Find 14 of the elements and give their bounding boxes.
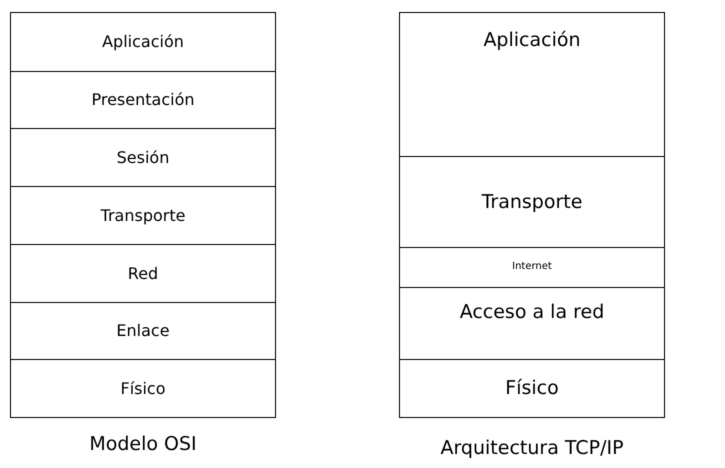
layer-label: Sesión bbox=[116, 148, 170, 168]
layer-label: Transporte bbox=[100, 206, 186, 226]
layer-label: Enlace bbox=[116, 321, 170, 341]
layer-label: Físico bbox=[505, 377, 559, 400]
layer-label: Presentación bbox=[91, 90, 194, 110]
layer-label: Red bbox=[128, 264, 158, 283]
layer-label: Internet bbox=[512, 261, 552, 274]
layer-label: Aplicación bbox=[483, 29, 581, 52]
layer-label: Transporte bbox=[482, 190, 582, 214]
layer-label: Físico bbox=[120, 379, 166, 398]
stack-caption: Arquitectura TCP/IP bbox=[440, 437, 624, 459]
layer-label: Acceso a la red bbox=[460, 300, 604, 324]
layer-label: Aplicación bbox=[102, 32, 184, 52]
stack-caption: Modelo OSI bbox=[89, 433, 197, 455]
